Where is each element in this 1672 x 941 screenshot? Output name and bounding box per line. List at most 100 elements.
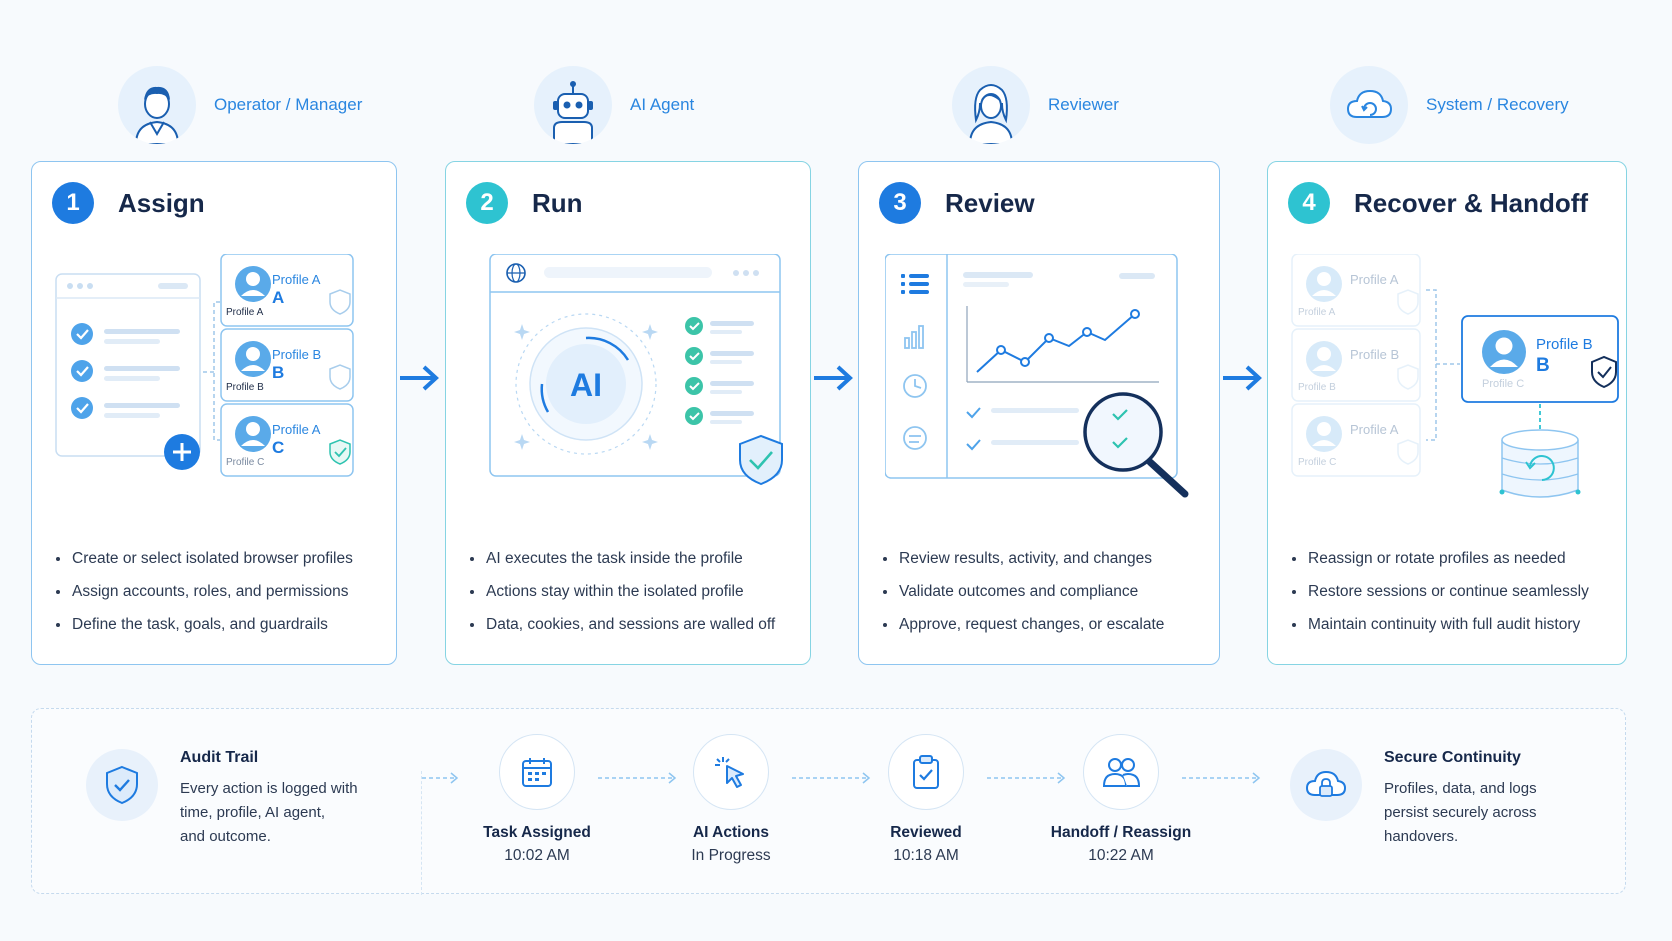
stage-recover-handoff: 4 Recover & Handoff <box>1267 161 1627 665</box>
profile-card-label: Profile B <box>272 347 322 362</box>
profile-card-caption: Profile B <box>226 382 264 393</box>
actor-label: AI Agent <box>630 95 695 114</box>
audit-timeline: Audit Trail Every action is logged with … <box>31 708 1626 895</box>
actor-label: Reviewer <box>1048 95 1119 114</box>
timeline-step-task-assigned: Task Assigned 10:02 AM <box>452 734 622 865</box>
step-time: 10:18 AM <box>893 847 959 864</box>
users-icon <box>1083 734 1159 810</box>
audit-trail-card: Audit Trail Every action is logged with … <box>86 749 380 849</box>
run-illustration: AI <box>488 253 788 499</box>
calendar-icon <box>499 734 575 810</box>
step-number: 4 <box>1288 182 1330 224</box>
assign-illustration: Profile A A Profile A Profile B B Profil… <box>50 253 380 489</box>
arrow-right-icon <box>400 365 439 391</box>
active-profile-caption: Profile C <box>1482 378 1525 390</box>
actor-label: Operator / Manager <box>214 95 363 114</box>
cursor-click-icon <box>693 734 769 810</box>
active-profile-letter: B <box>1536 355 1550 376</box>
description-line: Every action is logged with <box>180 780 358 797</box>
recover-illustration: Profile A Profile A Profile B Profile B … <box>1290 253 1620 509</box>
profile-card-label: Profile A <box>272 272 321 287</box>
timeline-step-reviewed: Reviewed 10:18 AM <box>841 734 1011 865</box>
cloud-lock-icon <box>1290 749 1362 821</box>
bullet-item: Review results, activity, and changes <box>881 542 1164 575</box>
profile-card-caption: Profile C <box>226 457 265 468</box>
shield-check-icon <box>86 749 158 821</box>
cloud-icon <box>1330 66 1408 144</box>
robot-icon <box>534 66 612 144</box>
dashed-arrow-icon <box>987 772 1066 784</box>
stage-assign: 1 Assign <box>31 161 397 665</box>
ai-core-label: AI <box>570 367 602 403</box>
profile-card-label: Profile A <box>1350 272 1399 287</box>
bullet-item: Assign accounts, roles, and permissions <box>54 575 353 608</box>
bullet-item: Reassign or rotate profiles as needed <box>1290 542 1589 575</box>
secure-continuity-title: Secure Continuity <box>1384 749 1521 766</box>
dashed-arrow-icon <box>1182 772 1261 784</box>
description-line: Profiles, data, and logs <box>1384 780 1537 797</box>
actor-ai-agent: AI Agent <box>534 66 694 144</box>
bullet-item: Actions stay within the isolated profile <box>468 575 775 608</box>
stage-bullets: Review results, activity, and changes Va… <box>881 542 1164 641</box>
clipboard-check-icon <box>888 734 964 810</box>
bullet-item: Restore sessions or continue seamlessly <box>1290 575 1589 608</box>
secure-continuity-card: Secure Continuity Profiles, data, and lo… <box>1290 749 1584 849</box>
timeline-step-handoff: Handoff / Reassign 10:22 AM <box>1036 734 1206 865</box>
timeline-divider <box>421 771 422 895</box>
arrow-right-icon <box>1223 365 1262 391</box>
operator-icon <box>118 66 196 144</box>
bullet-item: Validate outcomes and compliance <box>881 575 1164 608</box>
step-time: In Progress <box>691 847 771 864</box>
review-illustration <box>884 253 1205 509</box>
stage-title: Assign <box>118 187 205 218</box>
actor-system-recovery: System / Recovery <box>1330 66 1569 144</box>
step-time: 10:02 AM <box>504 847 570 864</box>
profile-card-letter: A <box>272 288 285 307</box>
profile-card-caption: Profile A <box>1298 307 1336 318</box>
timeline-step-ai-actions: AI Actions In Progress <box>646 734 816 865</box>
step-label: Task Assigned <box>483 824 591 841</box>
bullet-item: Define the task, goals, and guardrails <box>54 608 353 641</box>
bullet-item: Approve, request changes, or escalate <box>881 608 1164 641</box>
audit-trail-description: Every action is logged with time, profil… <box>180 777 380 849</box>
bullet-item: AI executes the task inside the profile <box>468 542 775 575</box>
dashed-arrow-icon <box>598 772 677 784</box>
description-line: persist securely across <box>1384 804 1537 821</box>
active-profile-label: Profile B <box>1536 336 1593 353</box>
profile-card-label: Profile A <box>1350 422 1399 437</box>
arrow-right-icon <box>814 365 853 391</box>
bullet-item: Create or select isolated browser profil… <box>54 542 353 575</box>
description-line: handovers. <box>1384 828 1459 845</box>
actor-label: System / Recovery <box>1426 95 1569 114</box>
profile-card-caption: Profile B <box>1298 382 1336 393</box>
step-number: 2 <box>466 182 508 224</box>
stage-review: 3 Review <box>858 161 1220 665</box>
actor-reviewer: Reviewer <box>952 66 1119 144</box>
description-line: time, profile, AI agent, <box>180 804 326 821</box>
stage-title: Review <box>945 187 1035 218</box>
step-label: Reviewed <box>890 824 962 841</box>
bullet-item: Maintain continuity with full audit hist… <box>1290 608 1589 641</box>
step-number: 3 <box>879 182 921 224</box>
step-label: Handoff / Reassign <box>1050 824 1192 841</box>
stage-bullets: Reassign or rotate profiles as needed Re… <box>1290 542 1589 641</box>
profile-card-label: Profile A <box>272 422 321 437</box>
step-number: 1 <box>52 182 94 224</box>
stage-title: Run <box>532 187 583 218</box>
audit-trail-title: Audit Trail <box>180 749 259 766</box>
stage-run: 2 Run <box>445 161 811 665</box>
stage-title: Recover & Handoff <box>1354 187 1589 218</box>
profile-card-caption: Profile C <box>1298 457 1337 468</box>
reviewer-icon <box>952 66 1030 144</box>
step-time: 10:22 AM <box>1088 847 1154 864</box>
secure-continuity-description: Profiles, data, and logs persist securel… <box>1384 777 1584 849</box>
description-line: and outcome. <box>180 828 271 845</box>
stage-bullets: Create or select isolated browser profil… <box>54 542 353 641</box>
profile-card-letter: C <box>272 438 285 457</box>
stage-bullets: AI executes the task inside the profile … <box>468 542 775 641</box>
bullet-item: Data, cookies, and sessions are walled o… <box>468 608 775 641</box>
dashed-arrow-icon <box>422 772 459 784</box>
profile-card-label: Profile B <box>1350 347 1400 362</box>
profile-card-caption: Profile A <box>226 307 264 318</box>
step-label: AI Actions <box>692 824 770 841</box>
